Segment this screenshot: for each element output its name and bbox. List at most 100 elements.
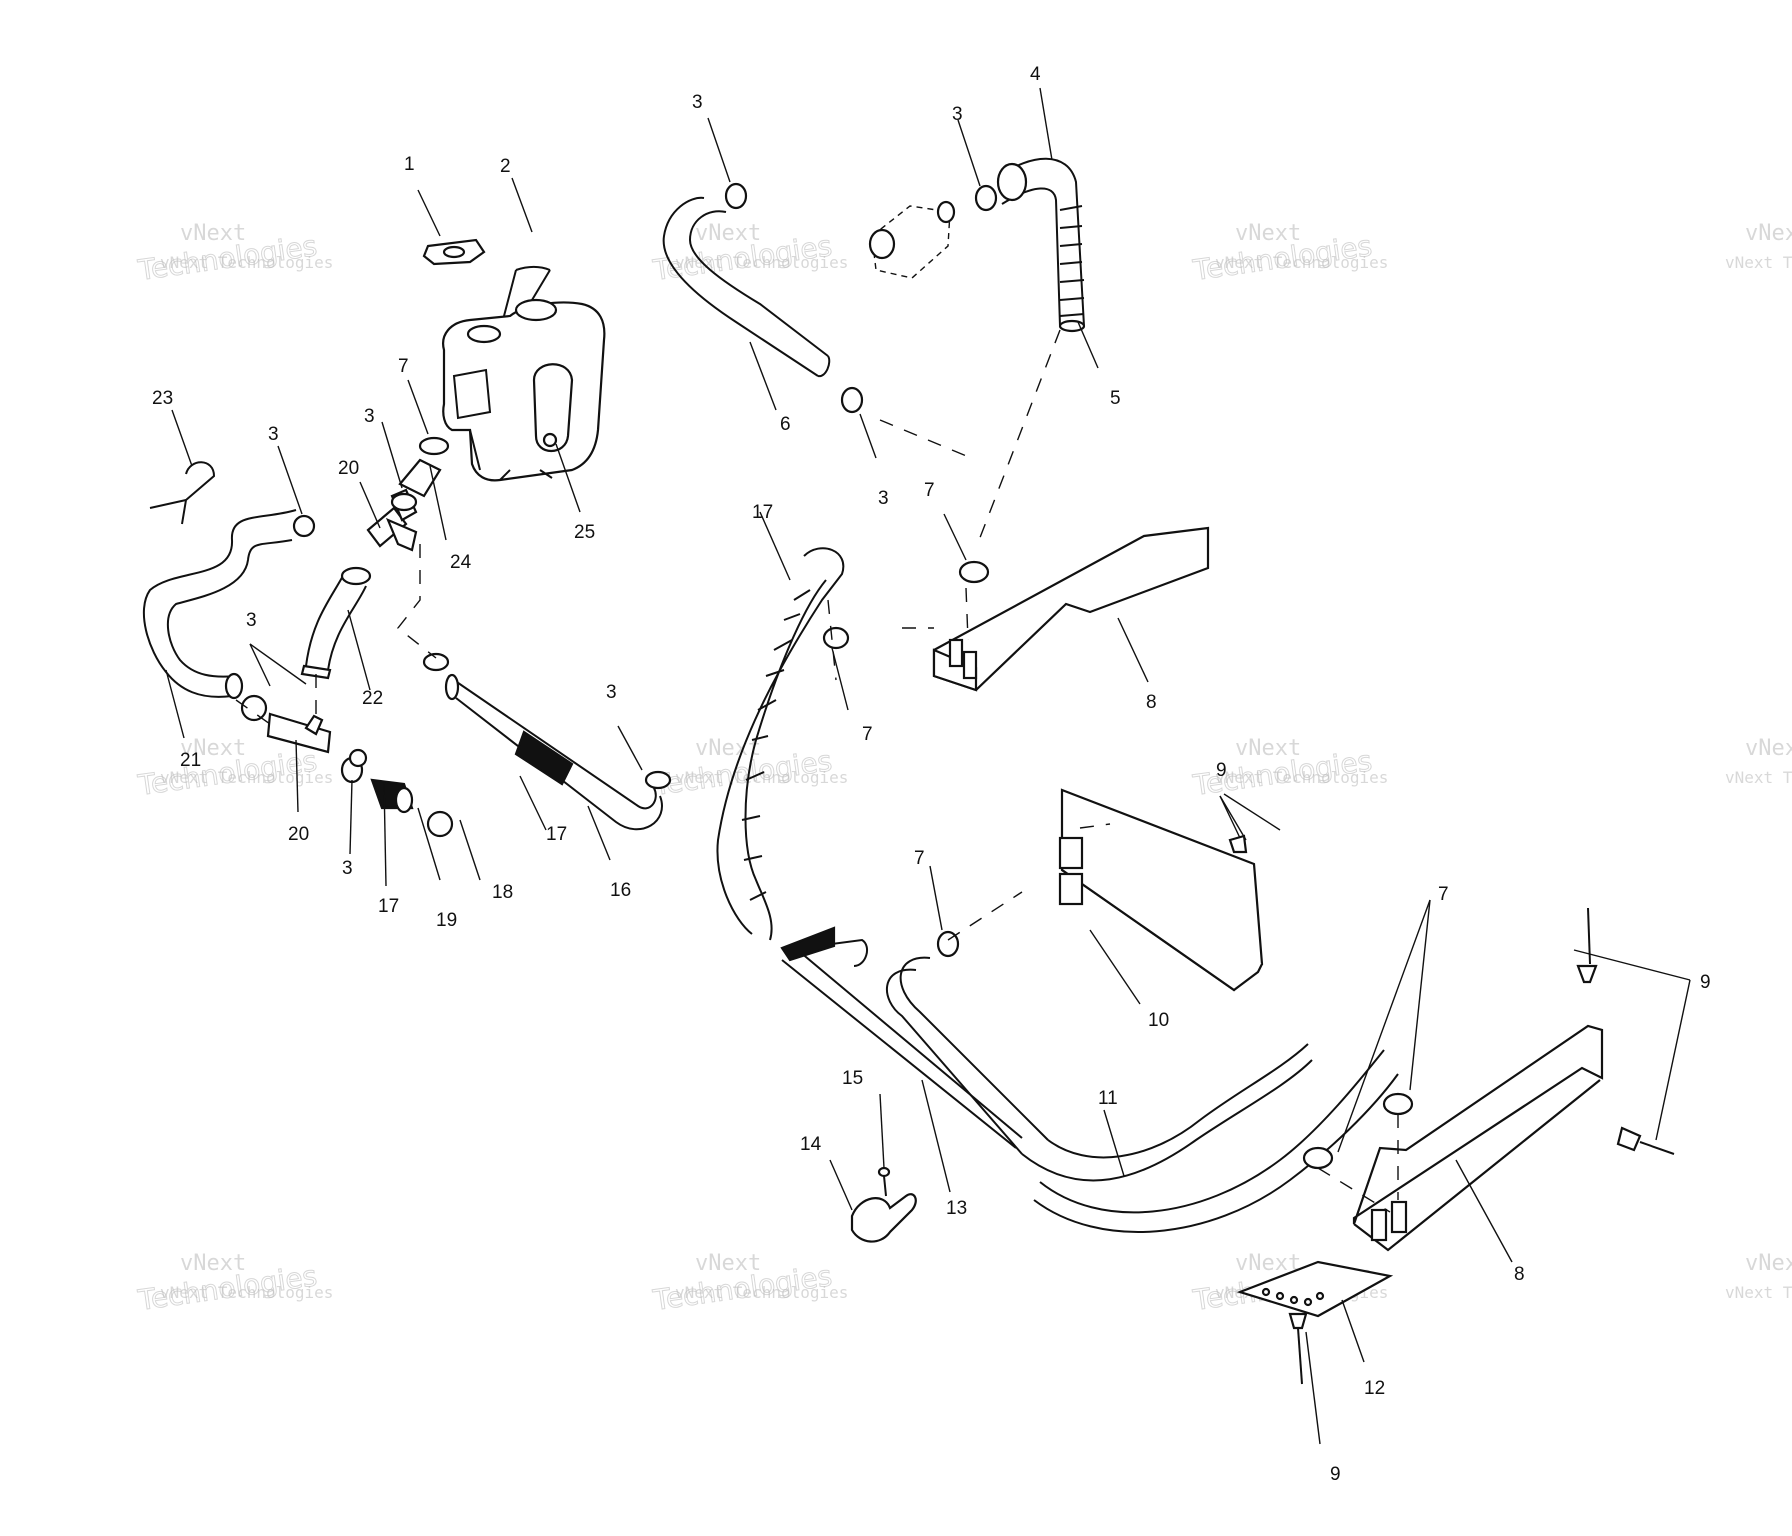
hose-clamp [422, 652, 450, 672]
callout-2: 2 [500, 156, 511, 177]
coolant-reservoir [442, 298, 606, 482]
watermark-line: vNext Technologies [675, 1283, 848, 1302]
watermark: vNext vNext Technologies [1725, 1251, 1792, 1302]
watermark-line: vNext Technologies [675, 253, 848, 272]
watermark-line: vNext Technologies [1725, 253, 1792, 272]
clip [181, 461, 216, 525]
rivet [1616, 1126, 1675, 1155]
rivet [1576, 907, 1598, 984]
leader-lines [165, 87, 1691, 1445]
callout-15: 15 [842, 1068, 863, 1089]
watermark-brand: vNext [180, 1251, 246, 1276]
callout-18: 18 [492, 882, 513, 903]
hose-end [340, 566, 372, 586]
watermark: vNext vNext Technologies [1725, 736, 1792, 787]
coolant-hose-22 [305, 573, 367, 671]
hose-sleeve [780, 926, 836, 962]
callout-20: 20 [288, 824, 309, 845]
watermark-line: vNext Technologies [1725, 1283, 1792, 1302]
screw [883, 1175, 887, 1197]
reservoir-cap [422, 238, 486, 266]
hose-end [224, 672, 244, 700]
callout-7: 7 [924, 480, 935, 501]
hose-end [996, 162, 1028, 202]
callout-11: 11 [1098, 1088, 1118, 1109]
tee-fitting [266, 712, 332, 754]
watermark-line: vNext Technologies [1215, 253, 1388, 272]
coolant-hose-16 [447, 675, 663, 831]
callout-20: 20 [338, 458, 359, 479]
watermark-line: vNext Technologies [160, 768, 333, 787]
watermark-brand: vNext [1235, 736, 1301, 761]
callout-3: 3 [268, 424, 279, 445]
callout-3: 3 [606, 682, 617, 703]
hose-sleeve [514, 730, 574, 786]
watermark-line: vNext Technologies [1725, 768, 1792, 787]
callout-17: 17 [546, 824, 567, 845]
callout-14: 14 [800, 1134, 822, 1155]
callout-7: 7 [1438, 884, 1449, 905]
hose-clamp [1302, 1146, 1334, 1170]
callout-3: 3 [878, 488, 889, 509]
callout-16: 16 [610, 880, 631, 901]
callout-8: 8 [1146, 692, 1157, 713]
hose-clamp [1382, 1092, 1414, 1116]
hose-clamp [644, 770, 672, 790]
hose-clamp [418, 436, 450, 456]
callout-3: 3 [246, 610, 257, 631]
watermark-brand: vNext [695, 1251, 761, 1276]
coolant-hose-long [716, 547, 845, 941]
watermark-brand: vNext [1745, 1251, 1792, 1276]
watermark-brand: vNext [1745, 221, 1792, 246]
callout-7: 7 [398, 356, 409, 377]
hose-end [300, 664, 332, 680]
callout-3: 3 [692, 92, 703, 113]
hose-end [817, 355, 831, 378]
callout-7: 7 [914, 848, 925, 869]
parts [142, 157, 1675, 1385]
hose-clamp [724, 182, 748, 210]
heat-exchanger-lower [1352, 1024, 1604, 1252]
watermark-line: vNext Technologies [160, 1283, 333, 1302]
clip-stem [149, 499, 187, 509]
callout-5: 5 [1110, 388, 1121, 409]
watermark-line: vNext Technologies [1215, 768, 1388, 787]
callout-1: 1 [404, 154, 415, 175]
callout-22: 22 [362, 688, 383, 709]
callout-21: 21 [180, 750, 201, 771]
callout-12: 12 [1364, 1378, 1385, 1399]
callout-9: 9 [1216, 760, 1227, 781]
watermark-brand: vNext [1235, 221, 1301, 246]
callout-7: 7 [862, 724, 873, 745]
plate-holes [1261, 1287, 1325, 1307]
callout-13: 13 [946, 1198, 967, 1219]
callout-25: 25 [574, 522, 595, 543]
callout-9: 9 [1330, 1464, 1341, 1485]
thermostat-housing [868, 200, 956, 279]
watermark: vNext vNext Technologies [1725, 221, 1792, 272]
hose-clamp [426, 810, 454, 838]
rivet [1288, 1312, 1308, 1385]
callout-4: 4 [1030, 64, 1041, 85]
watermark: vNext vNext Technologies Technologies [135, 1251, 333, 1318]
screw-head [877, 1166, 891, 1178]
hose-ribbing [1059, 205, 1085, 317]
watermark-line: vNext Technologies [675, 768, 848, 787]
callout-3: 3 [364, 406, 375, 427]
callout-3: 3 [952, 104, 963, 125]
hose-clamp [822, 626, 850, 650]
callout-8: 8 [1514, 1264, 1525, 1285]
callout-24: 24 [450, 552, 472, 573]
watermarks: vNext vNext Technologies Technologies vN… [135, 221, 1792, 1318]
watermark-brand: vNext [180, 736, 246, 761]
mounting-plate [1236, 1260, 1394, 1318]
rivet [1228, 834, 1248, 854]
hose-clamp [390, 492, 418, 512]
heat-exchanger-rear [1058, 788, 1264, 992]
hose-clip [850, 1193, 917, 1243]
callout-9: 9 [1700, 972, 1711, 993]
overflow-hose [142, 509, 297, 698]
hose-end [394, 786, 414, 814]
watermark: vNext vNext Technologies Technologies [650, 1251, 848, 1318]
watermark-brand: vNext [180, 221, 246, 246]
